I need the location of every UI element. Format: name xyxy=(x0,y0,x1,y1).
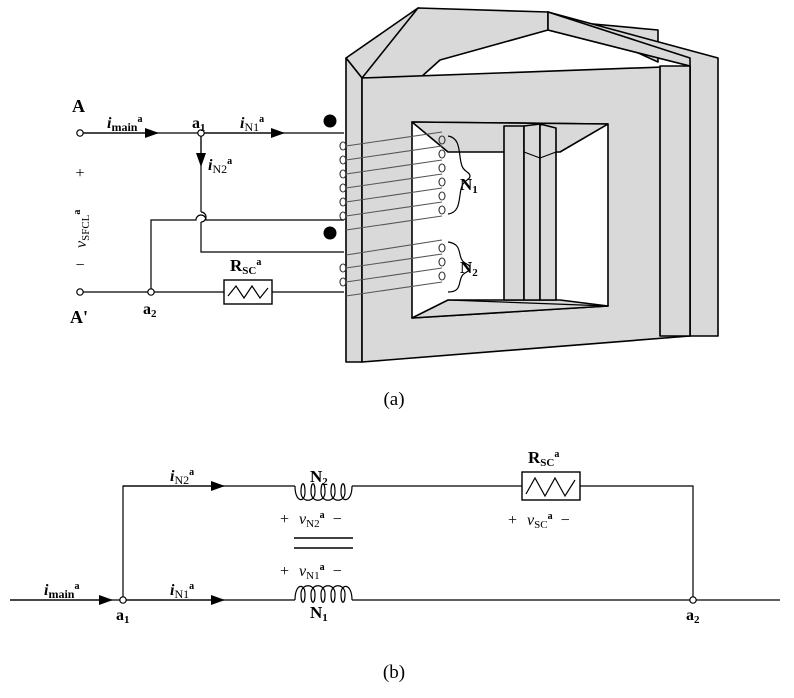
node-a2-a xyxy=(147,288,155,296)
label-a1-b: a1 xyxy=(116,607,130,626)
label-rsc-b: RSCa xyxy=(528,448,559,469)
resistor-rsc-b xyxy=(521,471,581,501)
brace-n1 xyxy=(447,135,471,215)
label-a2-a: a2 xyxy=(143,301,157,320)
node-a1-b xyxy=(119,596,127,604)
label-i-n1-a: iN1a xyxy=(240,114,264,134)
label-i-n2-b: iN2a xyxy=(170,467,194,487)
label-rsc-a: RSCa xyxy=(230,256,261,277)
terminal-a-prime xyxy=(76,288,84,296)
polarity-dot-2 xyxy=(323,226,337,240)
label-v-n2-b: +vN2a− xyxy=(280,510,342,530)
label-n1-a: N1 xyxy=(460,175,478,196)
label-v-sc-b: +vSCa− xyxy=(508,511,570,531)
node-a1-a xyxy=(197,129,205,137)
circuit-wiring-b xyxy=(10,481,780,605)
terminal-a xyxy=(76,129,84,137)
panel-a: A A' imaina a1 iN1a iN2a + vSFCLa − a2 R… xyxy=(70,7,719,410)
label-i-n1-b: iN1a xyxy=(170,581,194,601)
winding-n2 xyxy=(339,239,446,297)
resistor-rsc-a xyxy=(223,279,273,305)
polarity-dot-1 xyxy=(323,114,337,128)
label-a1-a: a1 xyxy=(192,115,206,134)
winding-n1 xyxy=(339,131,446,231)
label-A: A xyxy=(72,96,85,116)
label-a2-b: a2 xyxy=(686,607,700,626)
label-v-n1-b: +vN1a− xyxy=(280,562,342,582)
label-plus-vsfcl: + xyxy=(75,165,84,182)
label-n1-b: N1 xyxy=(310,603,328,624)
label-n2-a: N2 xyxy=(460,258,478,279)
caption-b: (b) xyxy=(383,662,405,683)
inductor-n2 xyxy=(294,483,353,501)
panel-b: iN2a N2 +vN2a− RSCa +vSCa− +vN1a− imaina… xyxy=(10,448,780,683)
transformer-core xyxy=(345,7,719,363)
label-A-prime: A' xyxy=(70,307,88,327)
label-n2-b: N2 xyxy=(310,467,328,488)
label-minus-vsfcl: − xyxy=(75,257,84,274)
caption-a: (a) xyxy=(383,389,404,410)
label-i-n2-a: iN2a xyxy=(208,156,232,176)
node-a2-b xyxy=(689,596,697,604)
label-i-main-a: imaina xyxy=(107,114,142,134)
label-v-sfcl: vSFCLa xyxy=(72,210,92,248)
inductor-n1 xyxy=(294,585,353,603)
brace-n2 xyxy=(447,241,471,293)
label-i-main-b: imaina xyxy=(44,581,79,601)
circuit-wiring-a xyxy=(80,128,344,293)
